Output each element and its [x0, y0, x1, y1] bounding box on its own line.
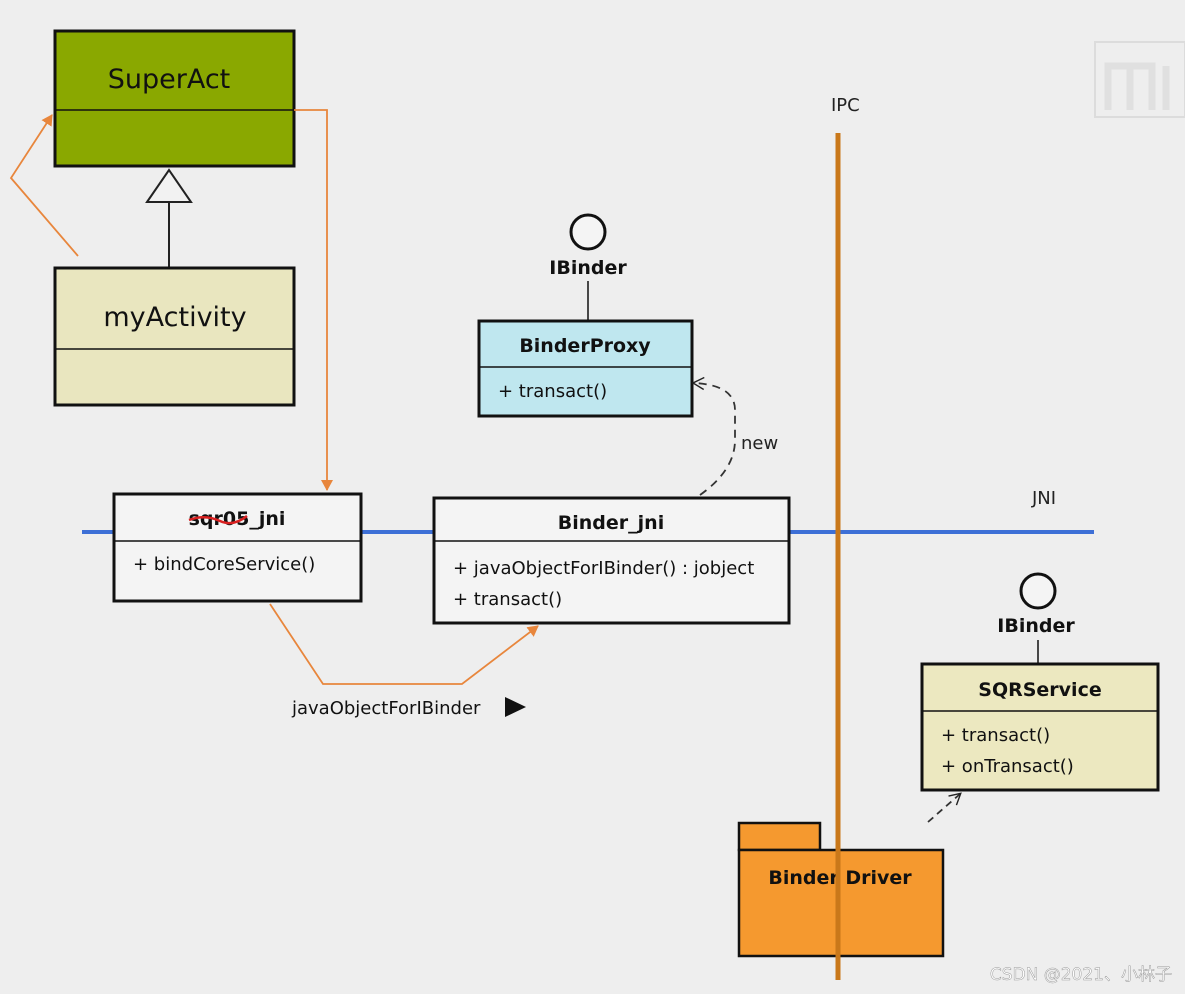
binderproxy-class: BinderProxy + transact()	[477, 319, 694, 418]
orange-link-superact-sqr05jni	[294, 109, 333, 491]
binderproxy-member: + transact()	[498, 381, 607, 402]
sqrservice-class: SQRService + transact() + onTransact()	[920, 662, 1160, 792]
sqrservice-ibinder-interface: IBinder	[997, 572, 1075, 664]
superact-class: SuperAct	[53, 29, 296, 168]
superact-title: SuperAct	[108, 64, 231, 95]
binderjni-class: Binder_jni + javaObjectForIBinder() : jo…	[432, 496, 791, 625]
csdn-watermark: CSDN @2021、小林子	[990, 965, 1172, 985]
myactivity-class: myActivity	[53, 266, 296, 407]
driver-service-dependency	[927, 792, 962, 823]
call-path-orange	[269, 603, 539, 685]
watermark-logo-icon	[1094, 41, 1185, 118]
sqr05jni-class: sqr05_jni + bindCoreService()	[112, 492, 363, 603]
orange-link-myactivity-superact	[9, 114, 79, 257]
myactivity-title: myActivity	[103, 302, 246, 333]
sqrservice-member-2: + onTransact()	[941, 756, 1074, 777]
jni-label: JNI	[1031, 488, 1056, 509]
play-triangle-icon	[505, 697, 526, 717]
sqr05jni-member: + bindCoreService()	[133, 554, 315, 575]
binderjni-member-1: + javaObjectForIBinder() : jobject	[453, 558, 754, 579]
inheritance-arrow	[145, 168, 193, 268]
red-strike-mark	[188, 515, 248, 525]
sqrservice-ibinder-label: IBinder	[997, 615, 1075, 637]
sqrservice-member-1: + transact()	[941, 725, 1050, 746]
binderjni-member-2: + transact()	[453, 589, 562, 610]
call-label: javaObjectForIBinder	[291, 698, 481, 719]
binderproxy-title: BinderProxy	[519, 335, 651, 357]
new-label: new	[741, 433, 778, 454]
binderproxy-ibinder-label: IBinder	[549, 257, 627, 279]
binderjni-title: Binder_jni	[558, 512, 664, 534]
binderproxy-ibinder-interface: IBinder	[549, 213, 627, 321]
ipc-label: IPC	[831, 95, 860, 116]
new-dependency-arrow	[691, 376, 736, 496]
sqr05jni-title: sqr05_jni	[189, 508, 286, 530]
binder-driver-package: Binder Driver	[737, 821, 945, 958]
sqrservice-title: SQRService	[978, 679, 1101, 701]
